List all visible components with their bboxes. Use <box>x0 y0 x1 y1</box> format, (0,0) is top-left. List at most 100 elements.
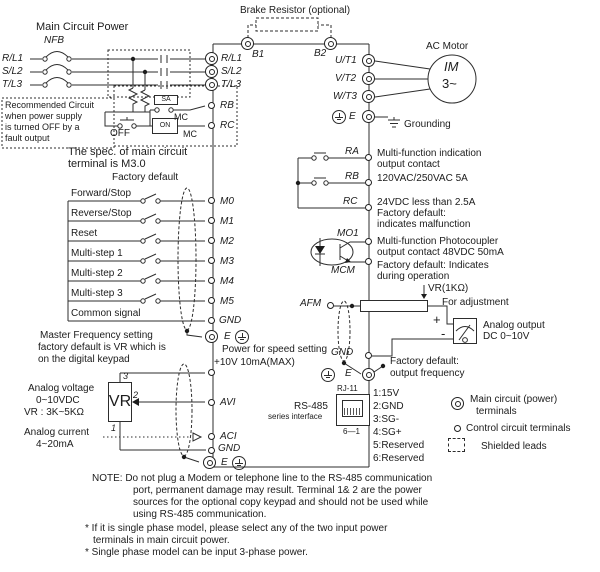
rs485-sub: series interface <box>268 412 323 421</box>
note-line-3: sources for the optional copy keypad and… <box>133 497 429 508</box>
rec-note-2: when power supply <box>5 111 83 121</box>
rj11-jack <box>336 394 370 426</box>
factory-default-header: Factory default <box>112 172 179 183</box>
terminal-gnd2-label: GND <box>218 443 241 454</box>
photocoupler-body <box>310 238 354 266</box>
terminal-gnd3 <box>365 352 372 359</box>
relay-desc-6: indicates malfunction <box>377 219 471 230</box>
terminal-e5-label: E <box>345 368 352 379</box>
vr-pot-box: VR <box>108 382 132 422</box>
terminal-rc-label: RC <box>343 196 358 207</box>
digital-input-wires <box>67 193 205 338</box>
ground-icon-e4 <box>232 456 246 470</box>
din-label-2: Reset <box>71 228 98 239</box>
din-label-1: Reverse/Stop <box>71 208 132 219</box>
speed-power-1: Power for speed setting <box>222 344 328 355</box>
terminal-m1-label: M1 <box>220 216 234 227</box>
afm-adjust-label: For adjustment <box>442 297 509 308</box>
rs485-pin-3: 3:SG- <box>373 414 400 425</box>
terminal-m5-label: M5 <box>220 296 234 307</box>
afm-factory-1: Factory default: <box>390 356 459 367</box>
afm-pot-box <box>360 300 428 312</box>
motor-body <box>427 54 477 104</box>
drive-outline <box>212 43 370 468</box>
terminal-e4-label: E <box>221 457 228 468</box>
relay-desc-4: 24VDC less than 2.5A <box>377 197 476 208</box>
photocoupler-wires <box>315 238 365 266</box>
rs485-pin-range: 6—1 <box>343 427 360 436</box>
ground-icon-e1 <box>235 330 249 344</box>
mc-contact-label: MC <box>174 112 188 122</box>
rec-note-4: fault output <box>5 133 50 143</box>
terminal-t-label: T/L3 <box>221 79 242 90</box>
b2-label: B2 <box>314 48 327 59</box>
rec-note-3: is turned OFF by a <box>5 122 80 132</box>
meter-plus-label: + <box>433 312 441 327</box>
analog-current-1: Analog current <box>24 427 90 438</box>
terminal-rb-label: RB <box>345 171 359 182</box>
terminal-ra <box>365 154 372 161</box>
recommended-circuit-box <box>113 85 238 147</box>
terminal-ra-label: RA <box>345 146 359 157</box>
rec-note-1: Recommended Circuit <box>5 100 95 110</box>
terminal-v-t2 <box>362 72 375 85</box>
wiper-arrowhead <box>421 294 427 299</box>
terminal-u-label: U/T1 <box>335 55 357 66</box>
terminal-rb-in <box>208 102 215 109</box>
rb-in-label: RB <box>220 100 234 111</box>
analog-meter <box>453 318 477 344</box>
vr-pin3-label: 3 <box>123 371 129 381</box>
master-note-3: on the digital keypad <box>38 354 130 365</box>
terminal-aci-label: ACI <box>220 431 237 442</box>
terminal-m5 <box>208 297 215 304</box>
ground-icon-e3 <box>332 110 346 124</box>
terminal-gnd1 <box>208 317 215 324</box>
terminal-gnd3-label: GND <box>331 347 354 358</box>
relay-desc-1: Multi-function indication <box>377 148 482 159</box>
terminal-m0-label: M0 <box>220 196 234 207</box>
terminal-e1 <box>205 330 218 343</box>
ground-icon-e5 <box>321 368 335 382</box>
motor-wires <box>374 60 431 128</box>
terminal-v-label: V/T2 <box>335 73 357 84</box>
terminal-e5 <box>362 368 375 381</box>
photocoupler-arrow <box>345 258 351 263</box>
brake-resistor-leads <box>247 24 332 38</box>
note-line-2: port, permanent damage may result. Termi… <box>133 485 422 496</box>
terminal-m1 <box>208 217 215 224</box>
legend-shield-icon <box>448 438 465 452</box>
avi-arrowhead <box>132 398 139 406</box>
photo-desc-3: Factory default: Indicates <box>377 260 489 271</box>
terminal-b1 <box>241 37 254 50</box>
on-label: ON <box>159 122 171 129</box>
rj11-pins-icon <box>344 408 361 415</box>
analog-output-2: DC 0~10V <box>483 331 530 342</box>
brake-resistor-symbol <box>255 17 319 32</box>
terminal-avi-label: AVI <box>220 397 236 408</box>
vr-pin2-label: 2 <box>133 390 139 400</box>
relay-desc-2: output contact <box>377 159 440 170</box>
photo-desc-4: during operation <box>377 271 450 282</box>
shield-ellipse-analog <box>175 363 193 457</box>
rj11-jack-inner <box>342 400 363 417</box>
terminal-gnd2 <box>208 447 215 454</box>
master-note-1: Master Frequency setting <box>40 330 153 341</box>
contact-circles <box>42 56 329 304</box>
phase-s-label: S/L2 <box>2 66 23 77</box>
motor-im-label: IM <box>444 59 459 74</box>
nfb-label: NFB <box>44 35 64 46</box>
legend-main-terminal-icon <box>451 397 464 410</box>
analog-input-wires <box>119 372 206 463</box>
terminal-gnd1-label: GND <box>219 315 242 326</box>
terminal-afm-label: AFM <box>300 298 322 309</box>
photo-desc-1: Multi-function Photocoupler <box>377 236 499 247</box>
rj11-label: RJ-11 <box>337 384 358 393</box>
afm-vr-label: VR(1KΩ) <box>428 283 469 294</box>
b1-label: B1 <box>252 49 265 60</box>
analog-voltage-3: VR : 3K~5KΩ <box>24 407 85 418</box>
terminal-w-label: W/T3 <box>333 91 357 102</box>
rs485-pin-1: 1:15V <box>373 388 400 399</box>
terminal-m2-label: M2 <box>220 236 234 247</box>
din-label-3: Multi-step 1 <box>71 248 123 259</box>
